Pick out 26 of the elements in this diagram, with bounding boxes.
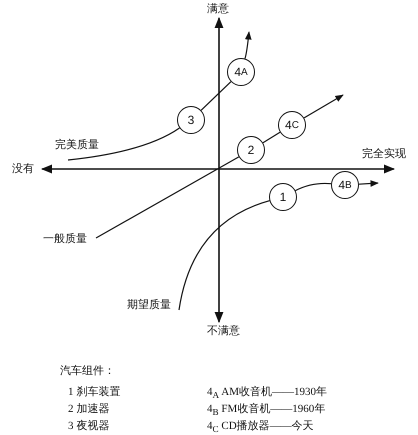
curve-label: 期望质量 (127, 299, 171, 312)
curve-line (200, 81, 232, 111)
arrow (244, 31, 252, 59)
legend-item: 3 夜视器 (68, 420, 110, 433)
axis-label: 不满意 (207, 325, 240, 338)
curve-line (262, 132, 280, 144)
curve-line (96, 156, 240, 239)
axis-label: 满意 (207, 3, 229, 16)
curve-label: 一般质量 (43, 233, 87, 246)
curve-line (295, 182, 332, 192)
legend-item: 4$_{C}$ CD播放器——今天 (207, 420, 314, 435)
curve-label: 完美质量 (55, 139, 99, 152)
legend-item: 1 刹车装置 (68, 386, 120, 399)
curve-line (178, 200, 270, 310)
axis-label: 完全实现 (362, 148, 406, 161)
arrow (358, 180, 379, 187)
legend-heading: 汽车组件： (60, 365, 115, 378)
numbered-circle: 3 (177, 106, 205, 134)
arrow (304, 94, 344, 118)
numbered-circle: 2 (237, 136, 265, 164)
numbered-circle: 1 (269, 183, 297, 211)
curve-line (68, 128, 180, 161)
legend-item: 2 加速器 (68, 403, 110, 416)
legend-item: 4$_{A}$ AM收音机——1930年 (207, 386, 327, 402)
axis-label: 没有 (12, 163, 34, 176)
legend-item: 4$_{B}$ FM收音机——1960年 (207, 403, 326, 420)
